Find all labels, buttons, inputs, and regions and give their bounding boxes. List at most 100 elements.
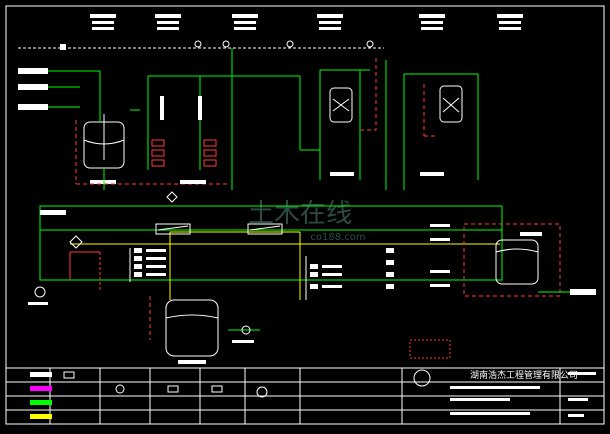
gauge-icon — [286, 40, 294, 48]
title-block-field — [568, 398, 588, 401]
vessel-head — [165, 314, 219, 319]
steam-loop — [463, 223, 561, 297]
title-block-field — [450, 398, 510, 401]
instrument-tag — [160, 96, 164, 120]
manifold-label — [322, 273, 342, 276]
filter-column-1 — [319, 58, 387, 190]
instrument-tag — [198, 96, 202, 120]
vessel-icon — [165, 299, 219, 357]
gauge-icon — [194, 40, 202, 48]
filter-element-icon — [442, 97, 460, 113]
title-block-field — [450, 386, 540, 389]
drawing-frame — [5, 5, 605, 425]
pump-label — [28, 302, 48, 305]
heat-exchanger-icon — [155, 223, 191, 235]
dosing-pump — [203, 139, 217, 147]
filter-icon — [439, 85, 463, 123]
manifold-label — [146, 265, 166, 268]
label-block — [497, 14, 523, 18]
title-block-field — [568, 372, 596, 375]
input-tag — [18, 68, 48, 74]
manifold-valve — [386, 248, 394, 253]
title-block-logo — [413, 369, 431, 387]
legend-color-swatch — [30, 414, 52, 419]
manifold-valve — [310, 272, 318, 277]
manifold-valve — [386, 284, 394, 289]
label-block — [234, 27, 256, 30]
legend-symbol — [211, 385, 223, 393]
dosing-pump — [203, 149, 217, 157]
legend-color-swatch — [30, 372, 52, 377]
label-block — [317, 14, 343, 18]
cip-zone-frame — [39, 205, 503, 281]
label-block — [232, 14, 258, 18]
manifold-label — [146, 257, 166, 260]
skid-label — [180, 180, 206, 184]
legend-color-swatch — [30, 386, 52, 391]
input-tag — [18, 84, 48, 90]
cip-tank — [165, 299, 219, 364]
legend-color-swatch — [30, 400, 52, 405]
manifold-valve — [386, 272, 394, 277]
heat-exchanger-icon — [247, 223, 283, 235]
tank-label — [520, 232, 542, 236]
pump-icon — [34, 286, 46, 298]
dosing-skid — [147, 75, 232, 203]
manifold-label — [146, 249, 166, 252]
zone-tag — [40, 210, 66, 215]
gauge-icon — [366, 40, 374, 48]
manifold-valve — [134, 256, 142, 261]
heat-exchanger-tube — [249, 225, 281, 231]
label-block — [319, 21, 341, 24]
vessel-icon — [495, 239, 539, 285]
manifold-label — [430, 270, 450, 273]
label-block — [92, 21, 114, 24]
label-block — [155, 14, 181, 18]
legend-symbol — [63, 371, 75, 379]
right-storage-tank — [495, 239, 539, 285]
heat-exchanger-tube — [157, 225, 189, 231]
label-block — [499, 27, 521, 30]
vessel-head — [495, 248, 539, 253]
input-tag — [18, 104, 48, 110]
manifold-label — [322, 285, 342, 288]
diamond-valve-icon — [166, 191, 178, 203]
filter-element-icon — [332, 98, 350, 112]
pump-icon — [241, 325, 251, 335]
dosing-pump — [151, 159, 165, 167]
title-block-field — [568, 414, 584, 417]
label-block — [421, 27, 443, 30]
filter-column-2 — [403, 73, 479, 190]
diamond-valve-icon — [69, 235, 83, 249]
manifold-label — [146, 273, 166, 276]
note-box — [409, 339, 451, 359]
legend-symbol — [167, 385, 179, 393]
company-name: 湖南浩杰工程管理有限公司 — [470, 369, 578, 381]
pump-label — [232, 340, 254, 343]
manifold-label — [430, 224, 450, 227]
legend-symbol — [256, 386, 268, 398]
manifold-label — [430, 238, 450, 241]
manifold-valve — [386, 260, 394, 265]
legend-symbol — [115, 384, 125, 394]
label-block — [421, 21, 443, 24]
gauge-icon — [222, 40, 230, 48]
label-block — [157, 21, 179, 24]
filter-label — [420, 172, 444, 176]
dosing-pump — [203, 159, 217, 167]
label-block — [234, 21, 256, 24]
title-block-field — [450, 412, 530, 415]
header-pipe-block — [60, 44, 66, 50]
left-input-tags — [18, 68, 100, 110]
manifold-valve — [134, 272, 142, 277]
filter-icon — [329, 87, 353, 123]
label-block — [499, 21, 521, 24]
distribution-manifold-right — [305, 224, 450, 300]
label-block — [90, 14, 116, 18]
dosing-pump — [151, 149, 165, 157]
label-block — [419, 14, 445, 18]
label-block — [319, 27, 341, 30]
tank-label — [178, 360, 206, 364]
